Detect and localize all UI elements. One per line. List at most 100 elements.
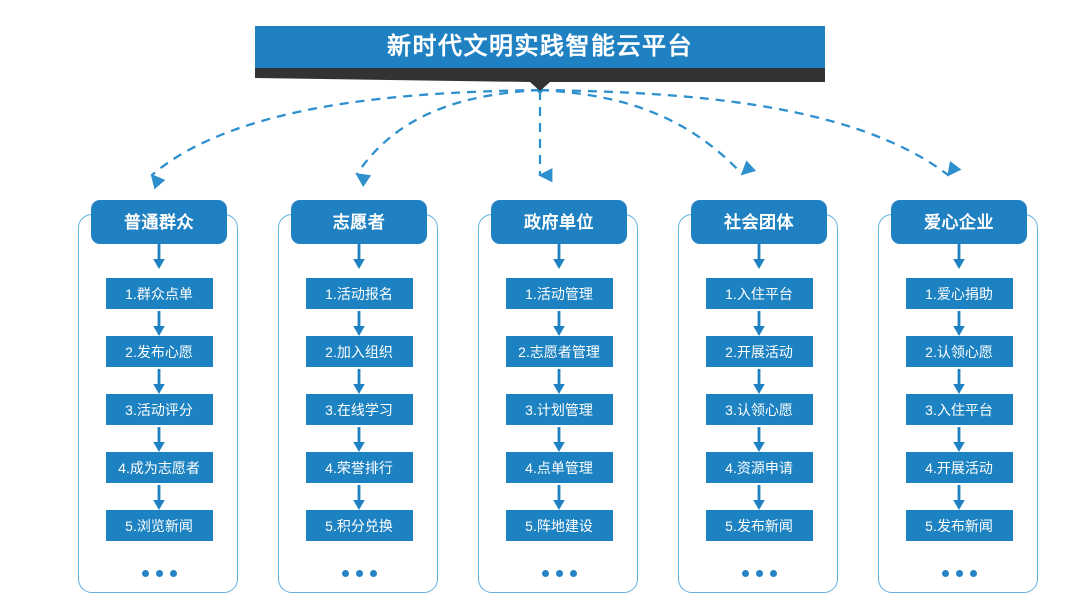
- ellipsis-dot: [569, 569, 577, 577]
- item-connector-arrow: [278, 309, 440, 336]
- header-to-first-item-arrow: [478, 244, 640, 278]
- item-box[interactable]: 5.浏览新闻: [105, 510, 213, 541]
- ellipsis-dot: [169, 569, 177, 577]
- down-arrow-icon: [553, 369, 565, 394]
- item-box[interactable]: 3.在线学习: [305, 394, 413, 425]
- column-items: 1.入住平台 2.开展活动 3.认领心愿 4.资源申请 5.发布新闻: [678, 278, 840, 589]
- column-header-4[interactable]: 社会团体: [691, 200, 827, 244]
- item-box[interactable]: 2.加入组织: [305, 336, 413, 367]
- item-box[interactable]: 3.计划管理: [505, 394, 613, 425]
- role-column-2: 志愿者 1.活动报名 2.加入组织 3.在线学习 4.荣誉排行 5.积分兑换: [278, 200, 440, 595]
- item-label: 5.积分兑换: [325, 517, 393, 534]
- ellipsis-dot: [755, 569, 763, 577]
- header-to-first-item-arrow: [678, 244, 840, 278]
- down-arrow-icon: [953, 485, 965, 510]
- ellipsis-dot: [555, 569, 563, 577]
- item-label: 1.群众点单: [125, 285, 193, 302]
- item-box[interactable]: 2.志愿者管理: [505, 336, 613, 367]
- down-arrow-icon: [953, 369, 965, 394]
- item-connector-arrow: [878, 309, 1040, 336]
- down-arrow-icon: [753, 427, 765, 452]
- down-arrow-icon: [153, 244, 165, 269]
- ellipsis-dot: [141, 569, 149, 577]
- more-items-ellipsis: [478, 557, 640, 589]
- item-label: 1.活动报名: [325, 285, 393, 302]
- column-header-3[interactable]: 政府单位: [491, 200, 627, 244]
- item-connector-arrow: [878, 425, 1040, 452]
- item-label: 2.加入组织: [325, 343, 393, 360]
- down-arrow-icon: [553, 427, 565, 452]
- item-box[interactable]: 5.积分兑换: [305, 510, 413, 541]
- item-connector-arrow: [478, 483, 640, 510]
- down-arrow-icon: [153, 311, 165, 336]
- item-box[interactable]: 2.认领心愿: [905, 336, 1013, 367]
- item-box[interactable]: 5.发布新闻: [705, 510, 813, 541]
- down-arrow-icon: [353, 427, 365, 452]
- item-box[interactable]: 1.爱心捐助: [905, 278, 1013, 309]
- item-box[interactable]: 3.入住平台: [905, 394, 1013, 425]
- item-connector-arrow: [78, 309, 240, 336]
- more-items-ellipsis: [78, 557, 240, 589]
- item-label: 2.发布心愿: [125, 343, 193, 360]
- item-box[interactable]: 4.点单管理: [505, 452, 613, 483]
- item-connector-arrow: [678, 483, 840, 510]
- item-box[interactable]: 2.开展活动: [705, 336, 813, 367]
- column-items: 1.群众点单 2.发布心愿 3.活动评分 4.成为志愿者 5.浏览新闻: [78, 278, 240, 589]
- item-box[interactable]: 3.活动评分: [105, 394, 213, 425]
- item-label: 3.计划管理: [525, 401, 593, 418]
- item-label: 1.爱心捐助: [925, 285, 993, 302]
- down-arrow-icon: [353, 369, 365, 394]
- down-arrow-icon: [953, 244, 965, 269]
- column-header-1[interactable]: 普通群众: [91, 200, 227, 244]
- item-box[interactable]: 4.成为志愿者: [105, 452, 213, 483]
- item-box[interactable]: 1.入住平台: [705, 278, 813, 309]
- down-arrow-icon: [153, 485, 165, 510]
- header-to-first-item-arrow: [878, 244, 1040, 278]
- role-column-4: 社会团体 1.入住平台 2.开展活动 3.认领心愿 4.资源申请 5.发布新闻: [678, 200, 840, 595]
- item-box[interactable]: 2.发布心愿: [105, 336, 213, 367]
- item-box[interactable]: 5.阵地建设: [505, 510, 613, 541]
- header-to-first-item-arrow: [278, 244, 440, 278]
- ellipsis-dot: [769, 569, 777, 577]
- item-label: 2.认领心愿: [925, 343, 993, 360]
- item-label: 4.资源申请: [725, 459, 793, 476]
- item-label: 2.志愿者管理: [518, 343, 600, 360]
- ellipsis-dot: [369, 569, 377, 577]
- down-arrow-icon: [553, 311, 565, 336]
- column-header-label: 政府单位: [524, 212, 594, 232]
- down-arrow-icon: [553, 485, 565, 510]
- more-items-ellipsis: [878, 557, 1040, 589]
- item-box[interactable]: 4.开展活动: [905, 452, 1013, 483]
- down-arrow-icon: [753, 244, 765, 269]
- column-header-2[interactable]: 志愿者: [291, 200, 427, 244]
- item-connector-arrow: [678, 425, 840, 452]
- item-box[interactable]: 5.发布新闻: [905, 510, 1013, 541]
- item-label: 5.阵地建设: [525, 517, 593, 534]
- down-arrow-icon: [353, 485, 365, 510]
- column-items: 1.爱心捐助 2.认领心愿 3.入住平台 4.开展活动 5.发布新闻: [878, 278, 1040, 589]
- item-connector-arrow: [278, 367, 440, 394]
- column-header-label: 爱心企业: [924, 212, 994, 232]
- item-box[interactable]: 1.群众点单: [105, 278, 213, 309]
- ellipsis-dot: [155, 569, 163, 577]
- item-connector-arrow: [878, 367, 1040, 394]
- item-label: 1.活动管理: [525, 285, 593, 302]
- item-label: 3.在线学习: [325, 401, 393, 418]
- item-label: 3.入住平台: [925, 401, 993, 418]
- item-box[interactable]: 1.活动管理: [505, 278, 613, 309]
- column-header-5[interactable]: 爱心企业: [891, 200, 1027, 244]
- item-label: 4.荣誉排行: [325, 459, 393, 476]
- down-arrow-icon: [953, 311, 965, 336]
- item-box[interactable]: 3.认领心愿: [705, 394, 813, 425]
- item-box[interactable]: 1.活动报名: [305, 278, 413, 309]
- ellipsis-dot: [341, 569, 349, 577]
- item-box[interactable]: 4.荣誉排行: [305, 452, 413, 483]
- item-label: 5.发布新闻: [725, 517, 793, 534]
- title-ribbon: [255, 68, 825, 92]
- item-box[interactable]: 4.资源申请: [705, 452, 813, 483]
- down-arrow-icon: [753, 485, 765, 510]
- down-arrow-icon: [353, 311, 365, 336]
- item-label: 4.点单管理: [525, 459, 593, 476]
- down-arrow-icon: [753, 311, 765, 336]
- column-items: 1.活动管理 2.志愿者管理 3.计划管理 4.点单管理 5.阵地建设: [478, 278, 640, 589]
